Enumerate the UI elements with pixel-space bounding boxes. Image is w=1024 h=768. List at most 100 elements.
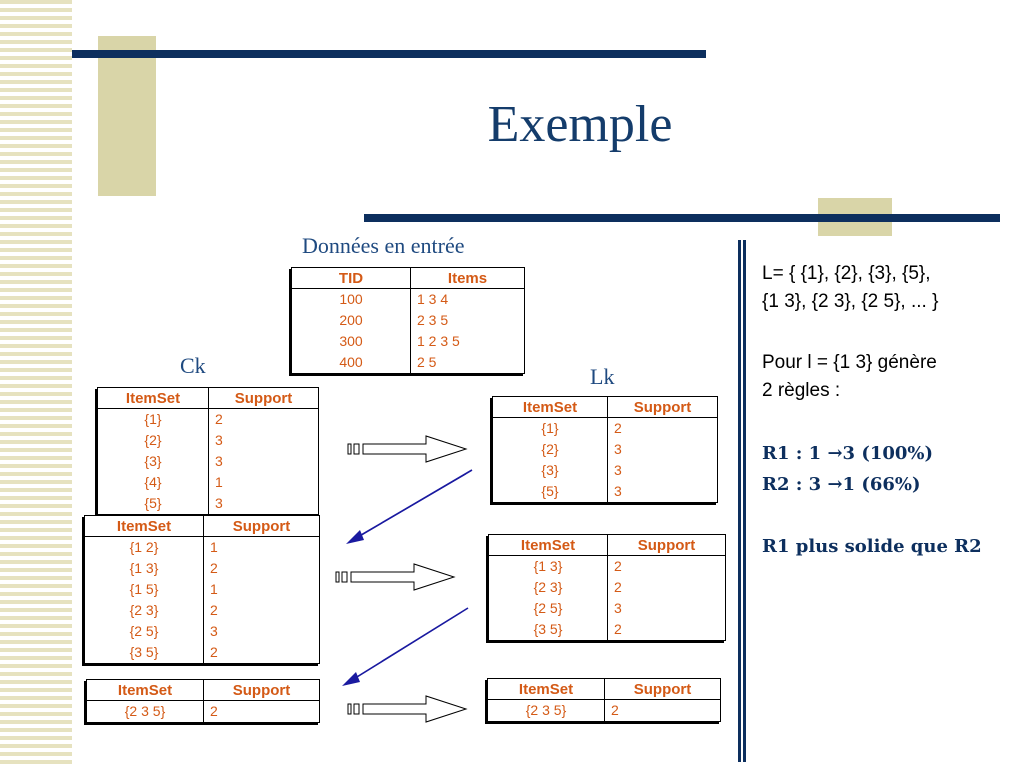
l2-table: ItemSet Support {1 3}2 {2 3}2 {2 5}3 {3 … <box>488 534 726 641</box>
table-row: 300 1 2 3 5 <box>291 331 525 352</box>
table-row: {5}3 <box>97 493 319 515</box>
input-label: Données en entrée <box>302 233 465 258</box>
table-row: {2 5}3 <box>84 621 320 642</box>
table-cell: {1} <box>97 408 209 430</box>
block-arrow-right-icon <box>347 435 468 463</box>
table-cell: 100 <box>291 288 411 310</box>
table-row: {1 3} 2 <box>84 558 320 579</box>
table-row: 100 1 3 4 <box>291 288 525 310</box>
l-set-line-2: {1 3}, {2 3}, {2 5}, ... } <box>762 291 939 312</box>
table-cell: {1 3} <box>84 558 204 579</box>
c1-table: ItemSet Support {1}2 {2}3 {3}3 {4}1 {5}3 <box>97 387 319 515</box>
input-table: TID Items 100 1 3 4 200 2 3 5 300 1 2 3 5 4… <box>291 267 525 374</box>
table-cell: 200 <box>291 310 411 331</box>
input-header-items: Items <box>410 267 525 289</box>
table-row: {3 5} 2 <box>84 642 320 664</box>
table-cell: {2 3 5} <box>487 699 605 722</box>
table-cell: 2 <box>210 560 218 576</box>
l1-header-itemset: ItemSet <box>492 396 608 418</box>
table-cell: 3 <box>614 441 622 457</box>
table-cell: 300 <box>291 331 411 352</box>
table-cell: 2 3 5 <box>417 312 449 328</box>
page-title: Exemple <box>487 96 673 153</box>
table-cell: {1 3} <box>488 555 608 577</box>
diagonal-arrow-icon <box>346 469 473 544</box>
table-row: {1} 2 <box>97 408 319 430</box>
table-cell: 1 <box>215 474 223 490</box>
table-row: {1 3} 2 <box>488 555 726 577</box>
table-cell: 2 <box>614 558 622 574</box>
table-cell: 2 <box>614 420 622 436</box>
table-cell: 3 <box>210 623 218 639</box>
l3-header-support: Support <box>604 678 721 700</box>
table-cell: {2 3} <box>488 577 608 598</box>
pour-line-2: 2 règles : <box>762 380 841 401</box>
table-cell: 1 3 4 <box>417 291 449 307</box>
table-row: {2} 3 <box>492 439 718 460</box>
left-stripe-decoration <box>0 0 72 768</box>
table-cell: 2 <box>215 411 223 427</box>
c2-header-itemset: ItemSet <box>84 515 204 537</box>
table-cell: {1} <box>492 417 608 439</box>
table-row: {3}3 <box>97 451 319 472</box>
table-row: {2 3}2 <box>84 600 320 621</box>
table-cell: {1 5} <box>84 579 204 600</box>
table-row: {2 3 5} 2 <box>487 699 721 722</box>
table-cell: 3 <box>215 495 223 511</box>
table-cell: {2} <box>492 439 608 460</box>
table-row: {4} 1 <box>97 472 319 493</box>
table-row: {1 5} 1 <box>84 579 320 600</box>
rule-r1: R1 : 1 →3 (100%) <box>762 443 934 464</box>
table-cell: {1 2} <box>84 536 204 558</box>
table-cell: {3 5} <box>84 642 204 664</box>
table-cell: {2} <box>97 430 209 451</box>
title-deco-block <box>98 36 156 196</box>
block-arrow-right-icon <box>335 563 456 591</box>
l1-table: ItemSet Support {1} 2 {2} 3 {3} 3 {5} 3 <box>492 396 718 503</box>
pour-line-1: Pour l = {1 3} génère <box>762 352 937 373</box>
c3-header-itemset: ItemSet <box>86 679 204 701</box>
table-row: {2 5} 3 <box>488 598 726 619</box>
table-cell: 1 <box>210 581 218 597</box>
table-row: {2 3} 2 <box>488 577 726 598</box>
table-cell: {5} <box>492 481 608 503</box>
table-cell: 2 <box>614 579 622 595</box>
table-cell: 1 <box>210 539 218 555</box>
vertical-divider <box>743 240 746 762</box>
vertical-divider <box>738 240 741 762</box>
ck-label: Ck <box>180 353 206 378</box>
table-cell: 2 <box>210 644 218 660</box>
c3-table: ItemSet Support {2 3 5}2 <box>86 679 320 723</box>
l2-header-support: Support <box>607 534 726 556</box>
table-cell: 3 <box>215 432 223 448</box>
table-row: {3} 3 <box>492 460 718 481</box>
table-row: {1} 2 <box>492 417 718 439</box>
table-cell: {4} <box>97 472 209 493</box>
table-row: {2 3 5}2 <box>86 700 320 723</box>
l3-header-itemset: ItemSet <box>487 678 605 700</box>
table-cell: 3 <box>614 462 622 478</box>
input-header-tid: TID <box>291 267 411 289</box>
table-row: {2} 3 <box>97 430 319 451</box>
table-cell: 2 <box>210 703 218 719</box>
c2-header-support: Support <box>203 515 320 537</box>
top-rule <box>72 50 706 58</box>
diagonal-arrow-icon <box>342 607 469 686</box>
table-cell: {3} <box>492 460 608 481</box>
table-cell: {2 5} <box>488 598 608 619</box>
l1-header-support: Support <box>607 396 718 418</box>
lower-rule <box>364 214 1000 222</box>
l3-table: ItemSet Support {2 3 5} 2 <box>487 678 721 722</box>
l-set-line-1: L= { {1}, {2}, {3}, {5}, <box>762 263 931 284</box>
lk-label: Lk <box>590 364 615 389</box>
table-cell: {3 5} <box>488 619 608 641</box>
table-row: 200 2 3 5 <box>291 310 525 331</box>
table-cell: 400 <box>291 352 411 374</box>
rule-r2: R2 : 3 →1 (66%) <box>762 474 921 495</box>
table-cell: 3 <box>614 600 622 616</box>
table-cell: 1 2 3 5 <box>417 333 460 349</box>
table-cell: 3 <box>215 453 223 469</box>
c2-table: ItemSet Support {1 2} 1 {1 3} 2 {1 5} 1 {2 … <box>84 515 320 664</box>
table-cell: 2 <box>611 702 619 718</box>
table-cell: 2 <box>210 602 218 618</box>
